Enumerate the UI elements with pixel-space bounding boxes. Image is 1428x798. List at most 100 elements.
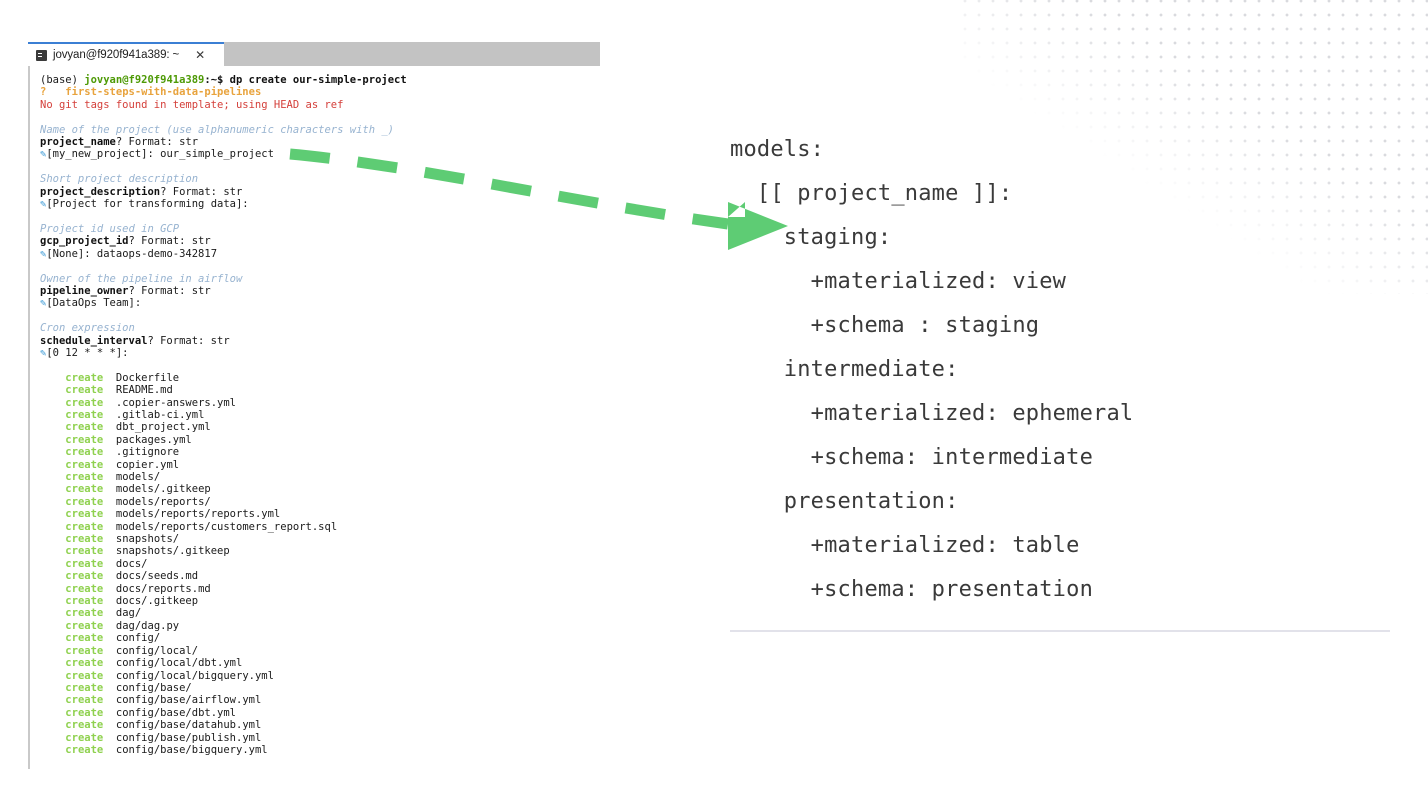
prompt-format-0: ? Format: str: [115, 136, 199, 149]
terminal-window: jovyan@f920f941a389: ~ ✕ (base) jovyan@f…: [28, 42, 600, 769]
created-file-path: dag/: [115, 607, 142, 620]
prompt-key-4: schedule_interval: [40, 334, 148, 347]
create-label: create: [65, 446, 104, 459]
prompt-key-1: project_description: [40, 185, 161, 198]
created-file-path: models/: [115, 471, 161, 483]
created-file-path: .gitlab-ci.yml: [115, 408, 205, 421]
created-file-path: config/base/publish.yml: [115, 731, 262, 744]
yaml-line: +schema : staging: [730, 313, 1040, 338]
prompt-format-3: ? Format: str: [128, 284, 211, 297]
create-label: create: [65, 595, 104, 608]
prompt-help-3: Owner of the pipeline in airflow: [40, 272, 243, 285]
yaml-divider: [730, 630, 1390, 632]
create-label: create: [65, 408, 104, 421]
create-label: create: [65, 694, 104, 707]
create-label: create: [65, 743, 104, 756]
prompt-format-1: ? Format: str: [160, 185, 243, 198]
create-label: create: [65, 458, 104, 471]
create-label: create: [65, 719, 104, 732]
created-file-path: README.md: [115, 384, 173, 397]
template-marker: ?: [40, 86, 47, 99]
prompt-default-2: [None]:: [46, 247, 97, 260]
created-file-path: models/.gitkeep: [115, 483, 211, 496]
prompt-default-0: [my_new_project]:: [46, 148, 161, 161]
shell-path-prompt: :~$: [204, 74, 230, 86]
shell-env-prefix: (base): [40, 74, 85, 86]
prompt-value-2: dataops-demo-342817: [96, 247, 218, 260]
pencil-icon-0: ✎: [40, 148, 47, 161]
created-file-path: docs/.gitkeep: [115, 595, 199, 608]
created-file-path: packages.yml: [115, 433, 192, 446]
yaml-line: +materialized: ephemeral: [730, 401, 1134, 426]
terminal-icon: [36, 49, 47, 61]
pencil-icon-4: ✎: [40, 346, 47, 359]
created-file-path: docs/seeds.md: [115, 570, 199, 583]
create-label: create: [65, 396, 104, 409]
create-label: create: [65, 483, 104, 496]
created-file-path: Dockerfile: [115, 371, 180, 384]
terminal-tab[interactable]: jovyan@f920f941a389: ~ ✕: [28, 42, 224, 66]
shell-command: dp create our-simple-project: [229, 74, 407, 86]
created-file-path: config/local/bigquery.yml: [115, 669, 274, 682]
created-file-path: config/base/datahub.yml: [115, 719, 262, 732]
pencil-icon-2: ✎: [40, 247, 47, 260]
create-label: create: [65, 607, 104, 620]
created-file-path: config/base/dbt.yml: [115, 706, 236, 719]
create-label: create: [65, 384, 104, 397]
created-file-path: dag/dag.py: [115, 619, 180, 632]
prompt-default-1: [Project for transforming data]:: [46, 198, 249, 211]
create-label: create: [65, 731, 104, 744]
created-file-path: config/local/dbt.yml: [115, 657, 243, 670]
yaml-line: +materialized: table: [730, 533, 1080, 558]
yaml-line: +schema: intermediate: [730, 445, 1094, 470]
create-label: create: [65, 632, 104, 645]
terminal-command-line: (base) jovyan@f920f941a389:~$ dp create …: [40, 74, 407, 86]
create-label: create: [65, 681, 104, 694]
terminal-titlebar: jovyan@f920f941a389: ~ ✕: [28, 42, 600, 66]
created-file-path: config/local/: [115, 644, 199, 657]
created-file-path: copier.yml: [115, 458, 180, 471]
created-files-list: create Dockerfile create README.md creat…: [40, 359, 600, 756]
prompt-value-0: our_simple_project: [160, 148, 274, 161]
terminal-output: (base) jovyan@f920f941a389:~$ dp create …: [40, 74, 600, 359]
created-file-path: config/: [115, 632, 161, 645]
terminal-body[interactable]: (base) jovyan@f920f941a389:~$ dp create …: [28, 66, 600, 769]
yaml-line: intermediate:: [730, 357, 959, 382]
created-file-path: snapshots/.gitkeep: [115, 545, 230, 558]
create-label: create: [65, 508, 104, 521]
create-label: create: [65, 471, 104, 483]
created-file-path: .gitignore: [115, 446, 180, 459]
template-name: first-steps-with-data-pipelines: [65, 86, 262, 99]
yaml-snippet-panel: models: [[ project_name ]]: staging: +ma…: [730, 128, 1390, 632]
create-label: create: [65, 520, 104, 533]
created-file-path: docs/reports.md: [115, 582, 211, 595]
created-file-path: models/reports/reports.yml: [115, 508, 281, 521]
created-file-path: config/base/bigquery.yml: [115, 743, 268, 756]
create-label: create: [65, 657, 104, 670]
close-icon[interactable]: ✕: [195, 48, 206, 62]
prompt-default-3: [DataOps Team]:: [46, 297, 142, 310]
git-tag-warning: No git tags found in template; using HEA…: [40, 98, 344, 111]
prompt-help-4: Cron expression: [40, 322, 135, 335]
yaml-line: models:: [730, 137, 825, 162]
yaml-line: staging:: [730, 225, 892, 250]
created-file-path: config/base/: [115, 681, 192, 694]
create-label: create: [65, 619, 104, 632]
created-file-path: docs/: [115, 557, 148, 570]
create-label: create: [65, 706, 104, 719]
prompt-help-0: Name of the project (use alphanumeric ch…: [40, 123, 395, 136]
prompt-key-2: gcp_project_id: [40, 235, 129, 248]
yaml-line: +schema: presentation: [730, 577, 1094, 602]
yaml-line: +materialized: view: [730, 269, 1067, 294]
terminal-tab-title: jovyan@f920f941a389: ~: [53, 49, 180, 61]
create-label: create: [65, 570, 104, 583]
prompt-key-3: pipeline_owner: [40, 284, 129, 297]
create-label: create: [65, 582, 104, 595]
pencil-icon-1: ✎: [40, 198, 47, 211]
create-label: create: [65, 433, 104, 446]
prompt-format-4: ? Format: str: [147, 334, 230, 347]
shell-user-host: jovyan@f920f941a389: [84, 74, 205, 86]
created-file-path: .copier-answers.yml: [115, 396, 236, 409]
created-file-path: snapshots/: [115, 533, 180, 546]
